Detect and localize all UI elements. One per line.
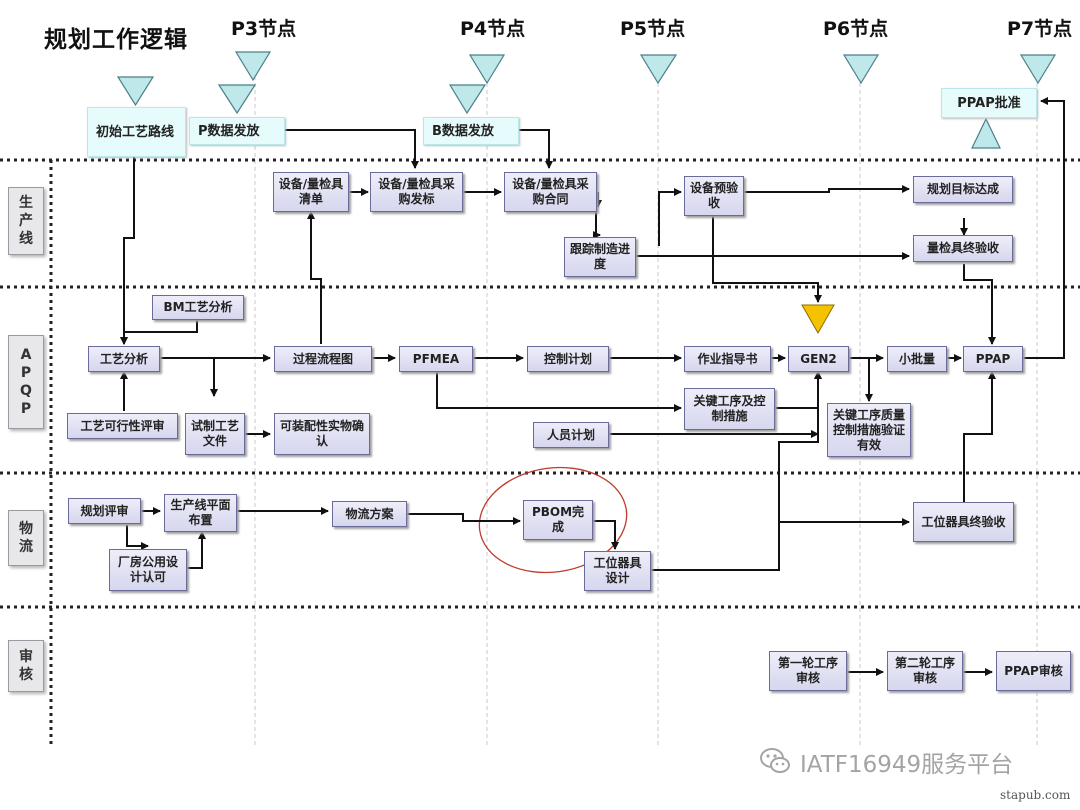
triangle-marker — [448, 84, 487, 115]
node-fixture-design: 工位器具设计 — [584, 551, 651, 591]
node-initial-route: 初始工艺路线 — [87, 107, 186, 157]
highlight-circle — [478, 466, 628, 574]
milestone-label-p5: P5节点 — [620, 18, 686, 40]
node-p-data-release: P数据发放 — [189, 117, 285, 145]
watermark-text: IATF16949服务平台 — [800, 752, 1014, 778]
node-process-analysis: 工艺分析 — [88, 346, 160, 372]
node-planning-target: 规划目标达成 — [913, 176, 1013, 203]
milestone-gridlines — [254, 62, 1038, 748]
triangle-marker — [234, 51, 272, 82]
node-key-quality: 关键工序质量控制措施验证有效 — [827, 403, 911, 457]
gen2-triangle — [801, 304, 835, 335]
milestone-triangles — [116, 51, 1057, 149]
page-title: 规划工作逻辑 — [44, 27, 188, 53]
node-b-data-release: B数据发放 — [423, 117, 519, 145]
node-process-flow: 过程流程图 — [274, 346, 372, 372]
milestone-label-p6: P6节点 — [823, 18, 889, 40]
lane-separators — [0, 158, 1080, 609]
triangle-marker — [1019, 54, 1057, 85]
node-sample-confirm: 可装配性实物确认 — [274, 413, 370, 455]
node-work-instruction: 作业指导书 — [684, 346, 771, 372]
node-small-batch: 小批量 — [887, 346, 947, 372]
node-logistics-plan: 物流方案 — [332, 501, 407, 527]
triangle-marker-up — [971, 117, 1001, 149]
connectors — [120, 97, 1065, 676]
node-pre-acceptance: 设备预验收 — [684, 176, 744, 216]
triangle-marker — [468, 54, 506, 85]
node-gauge-tender: 设备/量检具采购发标 — [370, 172, 463, 212]
site-url: stapub.com — [1000, 788, 1071, 802]
node-line-layout: 生产线平面布置 — [164, 494, 237, 532]
node-gen2: GEN2 — [788, 346, 849, 372]
milestone-label-p4: P4节点 — [460, 18, 526, 40]
node-track-progress: 跟踪制造进度 — [564, 237, 636, 277]
node-gauge-contract: 设备/量检具采购合同 — [504, 172, 597, 212]
node-pfmea: PFMEA — [399, 346, 473, 372]
triangle-marker — [842, 54, 880, 85]
node-ppap-approval: PPAP批准 — [941, 88, 1037, 118]
node-planning-review: 规划评审 — [68, 498, 141, 524]
node-staff-plan: 人员计划 — [533, 422, 609, 448]
node-ppap: PPAP — [963, 346, 1023, 372]
node-gauge-final: 量检具终验收 — [913, 235, 1013, 262]
lane-label-logistics: 物流 — [8, 510, 44, 566]
milestone-label-p3: P3节点 — [231, 18, 297, 40]
node-pbom-done: PBOM完成 — [523, 500, 593, 540]
lane-label-apqp: APQP — [8, 335, 44, 429]
node-ppap-audit: PPAP审核 — [996, 651, 1071, 691]
node-feasibility-review: 工艺可行性评审 — [67, 413, 178, 439]
node-audit-round1: 第一轮工序审核 — [769, 651, 847, 691]
node-audit-round2: 第二轮工序审核 — [887, 651, 963, 691]
milestone-label-p7: P7节点 — [1007, 18, 1073, 40]
node-plant-approval: 厂房公用设计认可 — [109, 549, 187, 591]
lane-label-production: 生产线 — [8, 187, 44, 255]
node-gauge-list: 设备/量检具清单 — [273, 172, 349, 212]
lane-label-audit: 审核 — [8, 640, 44, 692]
node-control-plan: 控制计划 — [527, 346, 609, 372]
triangle-marker — [639, 54, 678, 85]
node-key-process: 关键工序及控制措施 — [684, 388, 775, 430]
node-trial-docs: 试制工艺文件 — [185, 413, 245, 455]
triangle-marker — [116, 76, 155, 107]
node-bm-analysis: BM工艺分析 — [152, 295, 244, 320]
wechat-icon — [760, 748, 790, 773]
node-fixture-final: 工位器具终验收 — [913, 502, 1014, 542]
triangle-marker — [217, 84, 257, 115]
